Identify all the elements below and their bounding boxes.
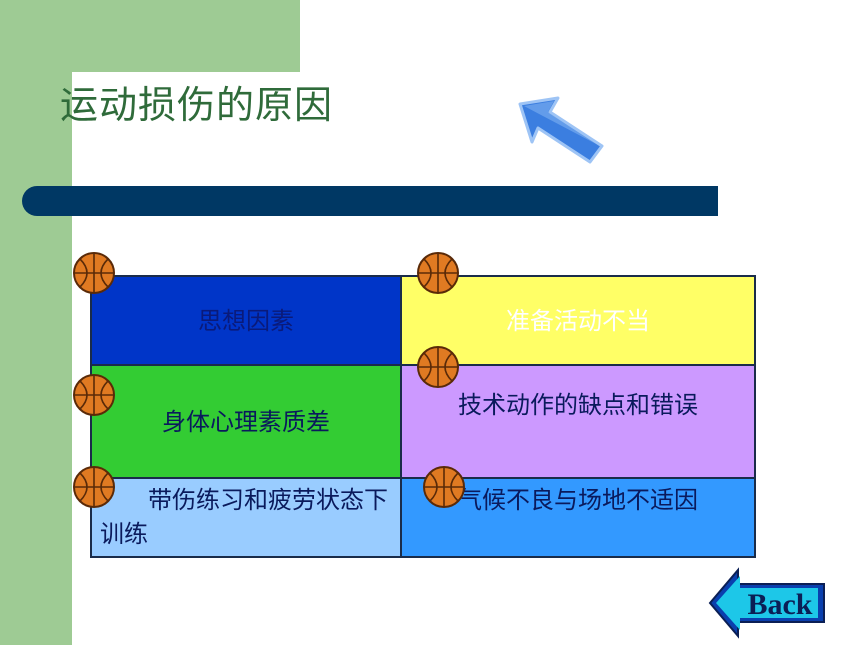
causes-grid: 思想因素 准备活动不当 身体心理素质差 技术动作的缺点和错误 带伤练习和疲劳状态… bbox=[90, 275, 756, 558]
cause-cell-5: 带伤练习和疲劳状态下训练 bbox=[92, 479, 402, 556]
cause-cell-1: 思想因素 bbox=[92, 277, 402, 366]
cause-cell-3: 身体心理素质差 bbox=[92, 366, 402, 479]
basketball-icon bbox=[73, 466, 115, 508]
green-strip-left bbox=[0, 0, 72, 645]
cause-cell-4: 技术动作的缺点和错误 bbox=[402, 366, 754, 479]
back-arrow-icon bbox=[708, 567, 825, 639]
back-button-label: Back bbox=[747, 588, 812, 621]
basketball-icon bbox=[73, 374, 115, 416]
back-button[interactable]: Back bbox=[708, 566, 828, 640]
basketball-icon bbox=[417, 346, 459, 388]
cause-cell-2: 准备活动不当 bbox=[402, 277, 754, 366]
basketball-icon bbox=[73, 252, 115, 294]
basketball-icon bbox=[417, 252, 459, 294]
arrow-pointer-icon bbox=[518, 96, 604, 164]
header-divider-bar bbox=[22, 186, 718, 216]
basketball-icon bbox=[423, 466, 465, 508]
slide-title: 运动损伤的原因 bbox=[60, 83, 334, 127]
